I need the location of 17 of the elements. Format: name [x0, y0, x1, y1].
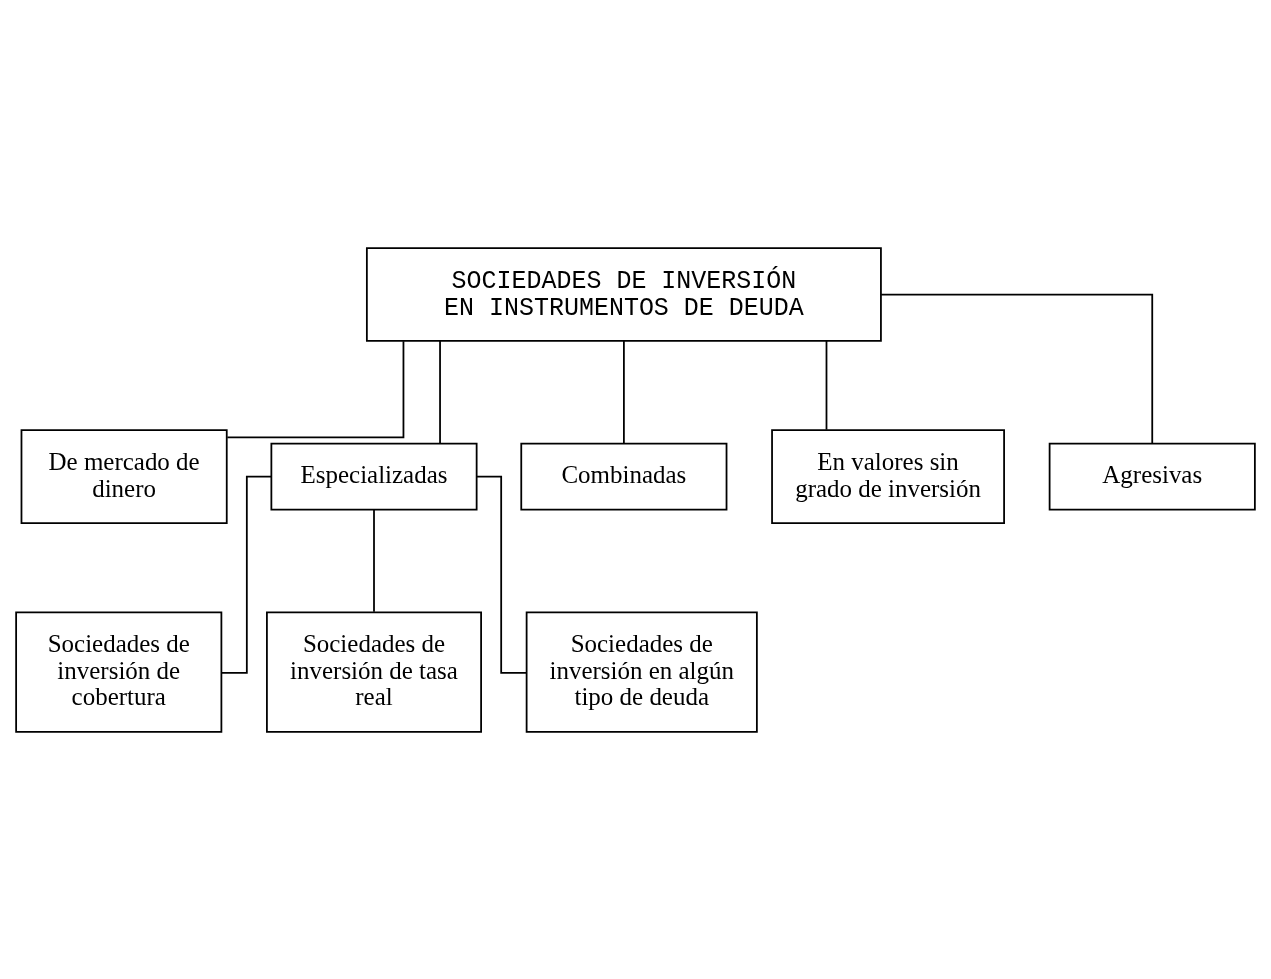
- node-box: Sociedades de inversión de cobertura: [15, 610, 223, 733]
- connector: [220, 475, 273, 674]
- connector: [373, 508, 375, 613]
- connector: [475, 475, 528, 674]
- connector: [439, 339, 441, 444]
- node-box: SOCIEDADES DE INVERSIÓN EN INSTRUMENTOS DE DEUDA: [366, 246, 882, 342]
- node-box: Sociedades de inversión en algún tipo de deuda: [525, 610, 758, 733]
- connector: [623, 339, 625, 444]
- node-box: Sociedades de inversión de tasa real: [266, 610, 482, 733]
- connector: [226, 339, 405, 438]
- node-box: En valores sin grado de inversión: [771, 428, 1005, 524]
- node-box: Especializadas: [270, 442, 478, 510]
- node-box: De mercado de dinero: [20, 428, 228, 524]
- node-box: Agresivas: [1048, 442, 1256, 510]
- node-box: Combinadas: [520, 442, 728, 510]
- connector: [825, 339, 828, 431]
- connector: [880, 293, 1154, 444]
